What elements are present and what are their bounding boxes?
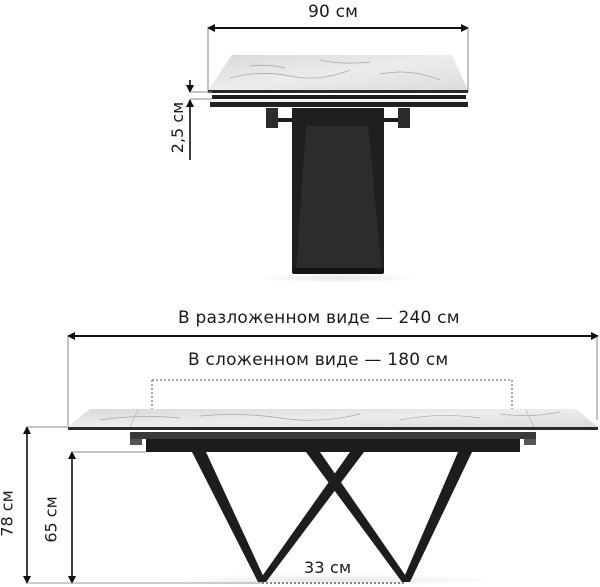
width-label: 90 см: [308, 2, 359, 22]
apron: [146, 439, 520, 452]
total-height-label: 78 см: [0, 490, 17, 537]
frame-height-label: 65 см: [41, 496, 61, 543]
w-shaped-legs: [192, 452, 472, 582]
table-top-marble: [208, 55, 468, 90]
folded-length-label: В сложенном виде — 180 см: [188, 350, 449, 370]
extended-length-label: В разложенном виде — 240 см: [178, 308, 460, 328]
thickness-label: 2,5 см: [168, 101, 188, 154]
front-view: [23, 332, 599, 586]
leg-gap-label: 33 см: [304, 558, 352, 577]
side-view: [186, 24, 469, 283]
table-top-extended: [68, 409, 598, 427]
